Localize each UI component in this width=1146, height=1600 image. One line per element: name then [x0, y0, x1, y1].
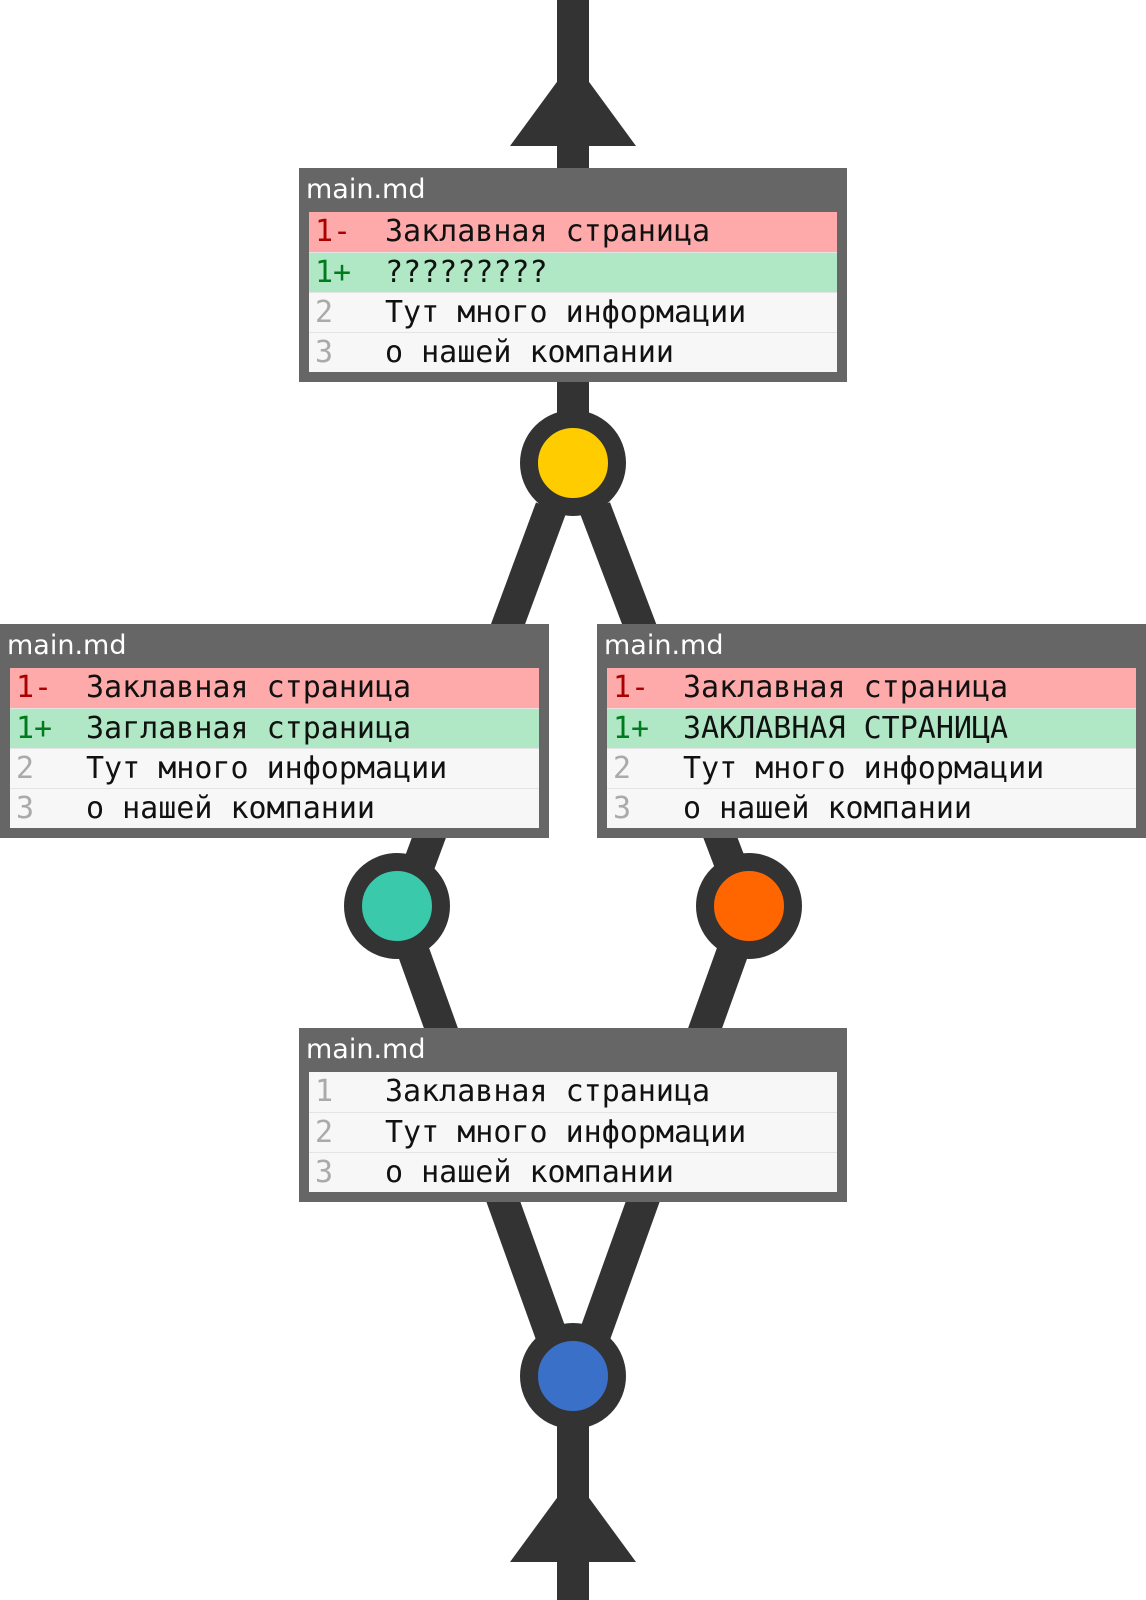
line-text: Тут много информации — [385, 1115, 747, 1150]
diff-line-context: 3 о нашей компании — [607, 788, 1136, 828]
diff-line-removed: 1- Заклавная страница — [309, 212, 837, 252]
diff-line-removed: 1- Заклавная страница — [10, 668, 539, 708]
line-text: о нашей компании — [683, 791, 972, 826]
file-box-merged: main.md 1- Заклавная страница 1+?????????… — [299, 168, 847, 382]
line-text: о нашей компании — [385, 335, 674, 370]
line-number: 1+ — [315, 255, 352, 290]
diff-line-context: 2 Тут много информации — [10, 748, 539, 788]
line-number: 3 — [613, 791, 632, 826]
line-number: 1+ — [16, 711, 53, 746]
diff-line-context: 2 Тут много информации — [607, 748, 1136, 788]
line-number: 2 — [16, 751, 35, 786]
diff-line-removed: 1- Заклавная страница — [607, 668, 1136, 708]
line-number: 2 — [315, 1115, 334, 1150]
line-number: 1 — [315, 1074, 334, 1109]
arrowhead-bottom — [510, 1476, 636, 1562]
commit-node-bottom — [520, 1323, 626, 1429]
arrowhead-top — [510, 60, 636, 146]
line-text: Тут много информации — [385, 295, 747, 330]
diff-line-context: 3 о нашей компании — [10, 788, 539, 828]
line-number: 1- — [315, 214, 352, 249]
file-box-base: main.md 1 Заклавная страница 2 Тут много и… — [299, 1028, 847, 1202]
line-text: Тут много информации — [86, 751, 448, 786]
line-text: о нашей компании — [86, 791, 375, 826]
line-number: 3 — [315, 1155, 334, 1190]
line-number: 1+ — [613, 711, 650, 746]
line-text: ????????? — [385, 255, 548, 290]
line-number: 1- — [613, 670, 650, 705]
line-text: Заклавная страница — [385, 214, 711, 249]
diff-line-context: 1 Заклавная страница — [309, 1072, 837, 1112]
line-text: Тут много информации — [683, 751, 1045, 786]
file-box-right: main.md 1- Заклавная страница 1+ ЗАКЛАВНАЯ… — [597, 624, 1146, 838]
diff-line-context: 2 Тут много информации — [309, 1112, 837, 1152]
filename-label: main.md — [604, 630, 724, 661]
diff-lines: 1- Заклавная страница 1+ Заглавная страниц… — [10, 668, 539, 828]
line-text: Заглавная страница — [86, 711, 412, 746]
diff-line-context: 3 о нашей компании — [309, 1152, 837, 1192]
line-number: 3 — [315, 335, 334, 370]
diff-line-added: 1+ Заглавная страница — [10, 708, 539, 748]
diff-line-added: 1+ ЗАКЛАВНАЯ СТРАНИЦА — [607, 708, 1136, 748]
line-text: ЗАКЛАВНАЯ СТРАНИЦА — [683, 711, 1009, 746]
commit-node-left — [344, 853, 450, 959]
line-number: 3 — [16, 791, 35, 826]
diff-lines: 1- Заклавная страница 1+????????? 2 Тут мн… — [309, 212, 837, 372]
file-box-left: main.md 1- Заклавная страница 1+ Заглавная… — [0, 624, 549, 838]
filename-label: main.md — [306, 174, 426, 205]
diff-line-context: 3 о нашей компании — [309, 332, 837, 372]
filename-label: main.md — [306, 1034, 426, 1065]
line-number: 2 — [315, 295, 334, 330]
line-text: Заклавная страница — [385, 1074, 711, 1109]
diff-line-context: 2 Тут много информации — [309, 292, 837, 332]
line-text: Заклавная страница — [683, 670, 1009, 705]
filename-label: main.md — [7, 630, 127, 661]
line-text: о нашей компании — [385, 1155, 674, 1190]
diff-lines: 1 Заклавная страница 2 Тут много информаци… — [309, 1072, 837, 1192]
line-number: 2 — [613, 751, 632, 786]
commit-node-top — [520, 410, 626, 516]
line-text: Заклавная страница — [86, 670, 412, 705]
diff-line-added: 1+????????? — [309, 252, 837, 292]
commit-node-right — [696, 853, 802, 959]
diff-lines: 1- Заклавная страница 1+ ЗАКЛАВНАЯ СТРАНИЦ… — [607, 668, 1136, 828]
line-number: 1- — [16, 670, 53, 705]
